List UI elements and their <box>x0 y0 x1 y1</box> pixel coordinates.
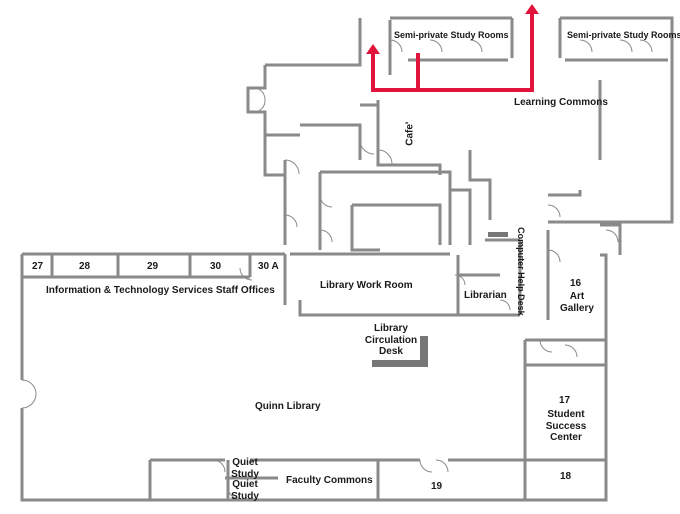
label-room-27: 27 <box>32 261 44 272</box>
door-swings <box>21 39 653 500</box>
route-arrow-right <box>525 4 539 14</box>
label-student-success-center: Student Success Center <box>545 409 587 443</box>
label-art-gallery-number: 16 <box>570 278 582 289</box>
label-cafe: Cafe' <box>404 121 416 146</box>
label-room-29: 29 <box>147 261 159 272</box>
label-semi-private-study-left: Semi-private Study Rooms <box>394 30 509 40</box>
label-circulation-desk: Library Circulation Desk <box>364 323 418 357</box>
label-room-30a: 30 A <box>258 261 279 272</box>
walls <box>20 16 674 502</box>
circulation-desk <box>372 336 428 367</box>
label-room-28: 28 <box>79 261 91 272</box>
label-faculty-commons: Faculty Commons <box>286 475 373 486</box>
label-it-services-offices: Information & Technology Services Staff … <box>46 285 275 296</box>
label-room-18: 18 <box>560 471 572 482</box>
label-room-19: 19 <box>431 481 443 492</box>
route-arrow-left <box>366 44 380 54</box>
label-semi-private-study-right: Semi-private Study Rooms <box>567 30 680 40</box>
route-path <box>371 10 534 92</box>
label-quiet-study-1: Quiet Study <box>231 457 259 480</box>
route-arrows <box>366 4 539 54</box>
label-library-work-room: Library Work Room <box>320 280 413 291</box>
label-quinn-library: Quinn Library <box>255 401 321 412</box>
label-quiet-study-2: Quiet Study <box>231 479 259 502</box>
label-librarian: Librarian <box>464 290 507 301</box>
label-room-30: 30 <box>210 261 222 272</box>
label-computer-help-desk: Computer Help Desk <box>516 227 526 316</box>
label-art-gallery: Art Gallery <box>560 291 594 314</box>
label-student-success-number: 17 <box>559 395 571 406</box>
label-computer-help-desk-text: Computer Help Desk <box>516 227 527 316</box>
label-learning-commons: Learning Commons <box>514 97 608 108</box>
help-desk-counter <box>488 232 508 237</box>
